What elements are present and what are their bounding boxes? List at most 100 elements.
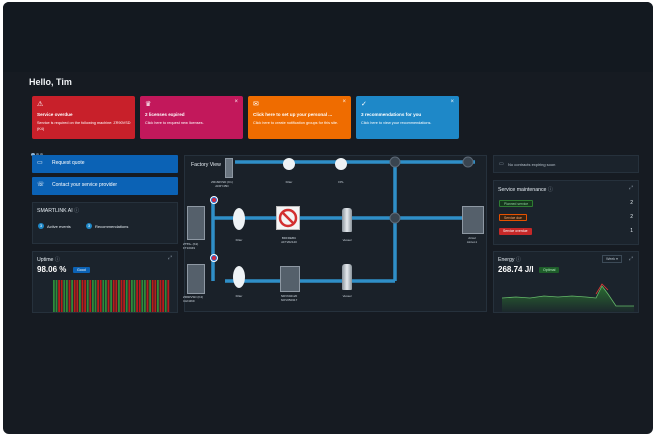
uptime-bar	[144, 280, 146, 312]
vessel-mid[interactable]	[342, 208, 352, 232]
filter-top[interactable]	[283, 158, 295, 170]
aircel-unit[interactable]	[462, 206, 484, 234]
contracts-panel: ▭ No contracts expiring soon	[493, 155, 639, 173]
label-vessel-bot: Vessel	[342, 294, 352, 298]
count: 1	[630, 228, 633, 234]
dashboard-screen: Hello, Tim ⚠ Service overdue Service is …	[3, 2, 653, 434]
uptime-bar	[53, 280, 55, 312]
expand-icon[interactable]: ⤢	[167, 255, 172, 261]
uptime-bar	[115, 280, 118, 312]
dryer-unit-bot[interactable]	[280, 266, 300, 292]
compressor-k4[interactable]	[187, 264, 205, 294]
panel-title: Uptime ⓘ	[37, 257, 60, 263]
uptime-bar	[151, 280, 154, 312]
uptime-bar	[167, 280, 170, 312]
card-body: Click here to view your recommendations.	[361, 121, 432, 125]
uptime-bar	[125, 280, 128, 312]
label-filter-bot: Filter	[235, 294, 243, 298]
filter-mid[interactable]	[233, 208, 245, 230]
close-icon[interactable]: ×	[234, 99, 238, 105]
uptime-bar	[112, 280, 115, 312]
contact-provider-button[interactable]: ☏ Contact your service provider	[32, 177, 178, 195]
vessel-bot[interactable]	[342, 264, 352, 290]
service-row-overdue[interactable]: Service overdue 1	[499, 228, 639, 236]
uptime-bar	[133, 280, 136, 312]
uptime-chart	[53, 280, 170, 312]
contracts-text: No contracts expiring soon	[508, 162, 556, 167]
info-icon: ⓘ	[54, 257, 60, 263]
card-title: Service overdue	[37, 112, 73, 117]
energy-status-badge: Optimal	[539, 267, 560, 273]
label-filter-mid: Filter	[235, 238, 243, 242]
button-label: Request quote	[52, 160, 85, 166]
uptime-bar	[120, 280, 123, 312]
quote-icon: ▭	[37, 160, 43, 166]
service-row-due[interactable]: Service due 2	[499, 214, 639, 222]
carousel-dots[interactable]	[31, 143, 44, 161]
uptime-bar	[58, 280, 60, 312]
info-icon: ⓘ	[515, 257, 521, 263]
card-title: Click here to set up your personal ...	[253, 112, 333, 117]
uptime-bar	[157, 280, 159, 312]
button-label: Contact your service provider	[52, 182, 118, 188]
uptime-bar	[71, 280, 73, 312]
alert-badge[interactable]	[210, 254, 218, 262]
factory-view-panel: Factory View ZR160VSD (K1) AFRY45D Filte…	[183, 155, 487, 312]
uptime-bar	[149, 280, 151, 312]
alert-badge[interactable]	[210, 196, 218, 204]
panel-title: Energy ⓘ	[498, 257, 521, 263]
card-body: Service is required on the following mac…	[37, 121, 131, 131]
card-licenses-expired[interactable]: ♛ × 2 licenses expired Click here to req…	[140, 96, 243, 139]
filter-bot[interactable]	[233, 266, 245, 288]
card-service-overdue[interactable]: ⚠ Service overdue Service is required on…	[32, 96, 135, 139]
smartlink-panel: SMARTLINK AI ⓘ 3 Active events 3 Recomme…	[32, 202, 178, 244]
uptime-bar	[55, 280, 58, 312]
info-icon: ⓘ	[74, 208, 80, 214]
uptime-bar	[154, 280, 157, 312]
status-badge: Service due	[499, 214, 527, 221]
card-title: 3 recommendations for you	[361, 112, 422, 117]
card-personal-setup[interactable]: ✉ × Click here to set up your personal .…	[248, 96, 351, 139]
compressor-k2[interactable]	[187, 206, 205, 240]
status-badge: Service overdue	[499, 228, 532, 235]
energy-value: 268.74 J/l	[498, 265, 534, 274]
request-quote-button[interactable]: ▭ Request quote	[32, 155, 178, 173]
uptime-status-badge: Good	[73, 267, 90, 273]
fpl-unit[interactable]	[335, 158, 347, 170]
card-recommendations[interactable]: ✓ × 3 recommendations for you Click here…	[356, 96, 459, 139]
license-icon: ♛	[145, 101, 152, 108]
uptime-bar	[110, 280, 112, 312]
card-body: Click here to create notification groups…	[253, 121, 339, 125]
panel-title: SMARTLINK AI ⓘ	[37, 208, 80, 214]
label-filter-top: Filter	[285, 180, 293, 184]
uptime-value: 98.06 %	[37, 265, 67, 274]
expand-icon[interactable]: ⤢	[628, 185, 633, 191]
active-events-label[interactable]: Active events	[47, 224, 71, 229]
uptime-bar	[136, 280, 138, 312]
uptime-bar	[94, 280, 97, 312]
uptime-bar	[63, 280, 66, 312]
uptime-bar	[162, 280, 164, 312]
compressor-k1[interactable]	[225, 158, 233, 178]
uptime-bar	[107, 280, 110, 312]
uptime-bar	[81, 280, 84, 312]
header-band	[3, 2, 653, 72]
service-row-planned[interactable]: Planned service 2	[499, 200, 639, 208]
uptime-bar	[146, 280, 149, 312]
bell-icon: ✉	[253, 101, 259, 108]
uptime-bar	[164, 280, 167, 312]
uptime-bar	[68, 280, 71, 312]
document-icon: ▭	[499, 161, 504, 167]
expand-icon[interactable]: ⤢	[628, 256, 633, 262]
status-badge: Planned service	[499, 200, 534, 207]
range-select[interactable]: Week ▾	[602, 255, 622, 263]
uptime-bar	[79, 280, 81, 312]
label-compressor-k4: ZR90VSD (K4) CHN469	[183, 295, 204, 303]
recommendations-label[interactable]: Recommendations	[95, 224, 129, 229]
close-icon[interactable]: ×	[450, 99, 454, 105]
dryer-unit-disabled[interactable]	[276, 206, 300, 230]
close-icon[interactable]: ×	[342, 99, 346, 105]
thumb-icon: ✓	[361, 101, 367, 108]
uptime-bar	[128, 280, 131, 312]
recommendations-count: 3	[86, 223, 92, 229]
